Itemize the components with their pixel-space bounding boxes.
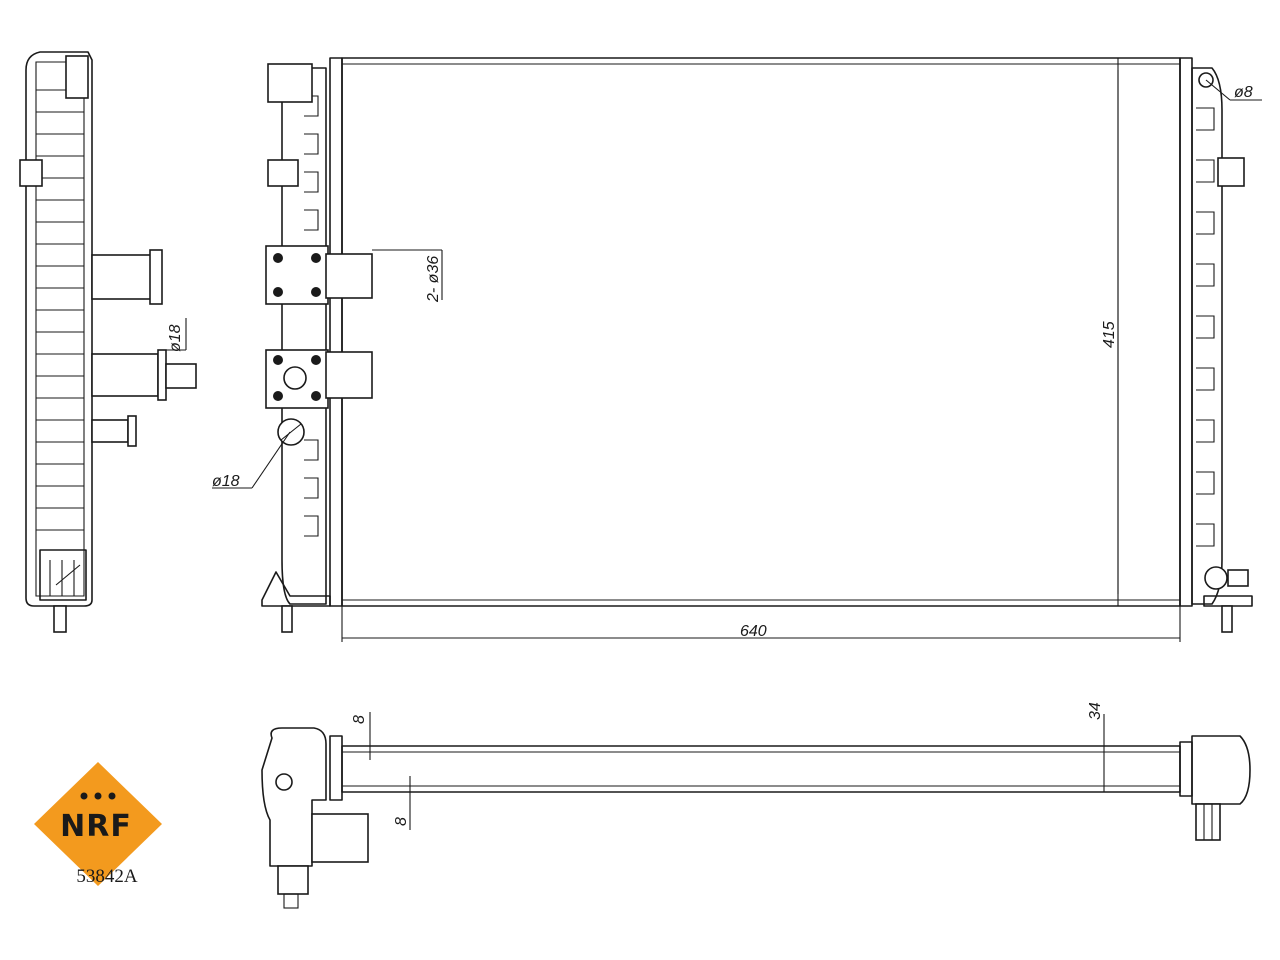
height-label: 415 [1101,321,1118,348]
pipe-left-label: 2- ø36 [425,256,442,303]
nrf-logo: NRF [34,762,162,886]
top-view [261,727,1251,909]
dimension-lines [162,70,1262,830]
logo-diamond [34,762,162,886]
width-label: 640 [740,623,767,640]
dimension-labels: 640 415 34 8 8 2- ø36 ø18 ø18 ø8 [167,84,1253,826]
pipe-right-label: ø8 [1234,84,1253,101]
offset-bottom-label: 8 [393,817,410,826]
front-view [261,57,1253,633]
depth-label: 34 [1087,702,1104,720]
offset-top-label: 8 [351,715,368,724]
logo-text: NRF [60,809,132,844]
side-view [19,51,197,633]
pipe-side-label: ø18 [167,324,184,352]
part-number: 53842A [76,866,138,887]
pipe-front-label: ø18 [212,473,240,490]
